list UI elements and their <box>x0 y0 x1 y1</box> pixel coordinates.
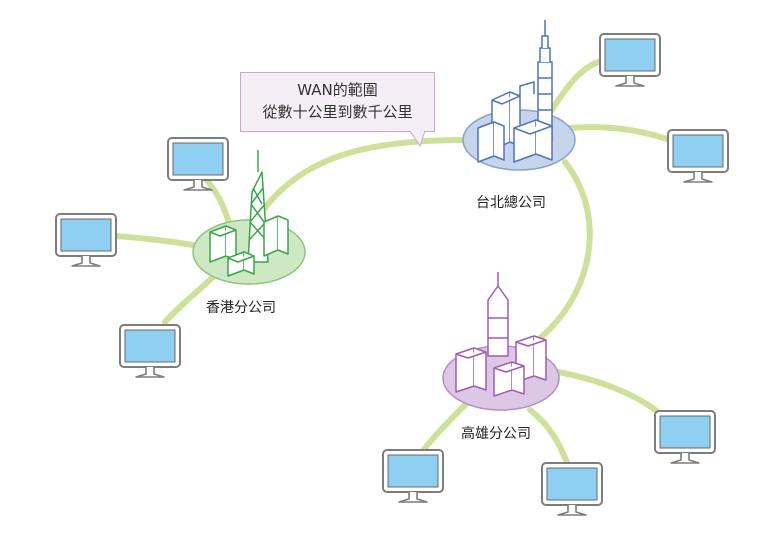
link-kh-monitor-2 <box>527 407 571 468</box>
monitor-icon <box>55 213 117 267</box>
wan-range-callout: WAN的範圍 從數十公里到數千公里 <box>240 72 435 132</box>
monitor-icon <box>119 324 181 378</box>
taipei-office-node <box>462 20 576 171</box>
callout-pointer <box>409 130 426 148</box>
link-taipei-monitor-1 <box>542 57 608 123</box>
link-hk-monitor-3 <box>162 272 218 325</box>
building-cluster-icon <box>209 150 289 277</box>
callout-title: WAN的範圍 <box>297 81 378 99</box>
callout-subtitle: 從數十公里到數千公里 <box>262 103 413 121</box>
link-kh-monitor-3 <box>555 369 668 421</box>
building-cluster-icon <box>477 20 553 163</box>
link-taipei-kaohsiung <box>532 159 593 345</box>
link-hk-monitor-2 <box>112 233 201 249</box>
monitor-icon <box>382 449 444 503</box>
taipei-office-label: 台北總公司 <box>476 195 546 211</box>
monitor-icon <box>541 462 603 516</box>
kaohsiung-office-label: 高雄分公司 <box>461 426 531 442</box>
monitor-icon <box>167 137 229 191</box>
monitor-icon <box>667 129 729 183</box>
link-taipei-monitor-2 <box>565 124 673 143</box>
building-cluster-icon <box>455 272 547 397</box>
kaohsiung-office-node <box>442 272 560 411</box>
monitor-icon <box>654 410 716 464</box>
callout-pointer-join <box>411 130 424 132</box>
hongkong-office-node <box>192 150 306 285</box>
monitor-icon <box>599 33 661 87</box>
link-hk-monitor-1 <box>202 175 233 231</box>
hongkong-office-label: 香港分公司 <box>206 300 276 316</box>
link-hk-taipei <box>252 137 473 225</box>
